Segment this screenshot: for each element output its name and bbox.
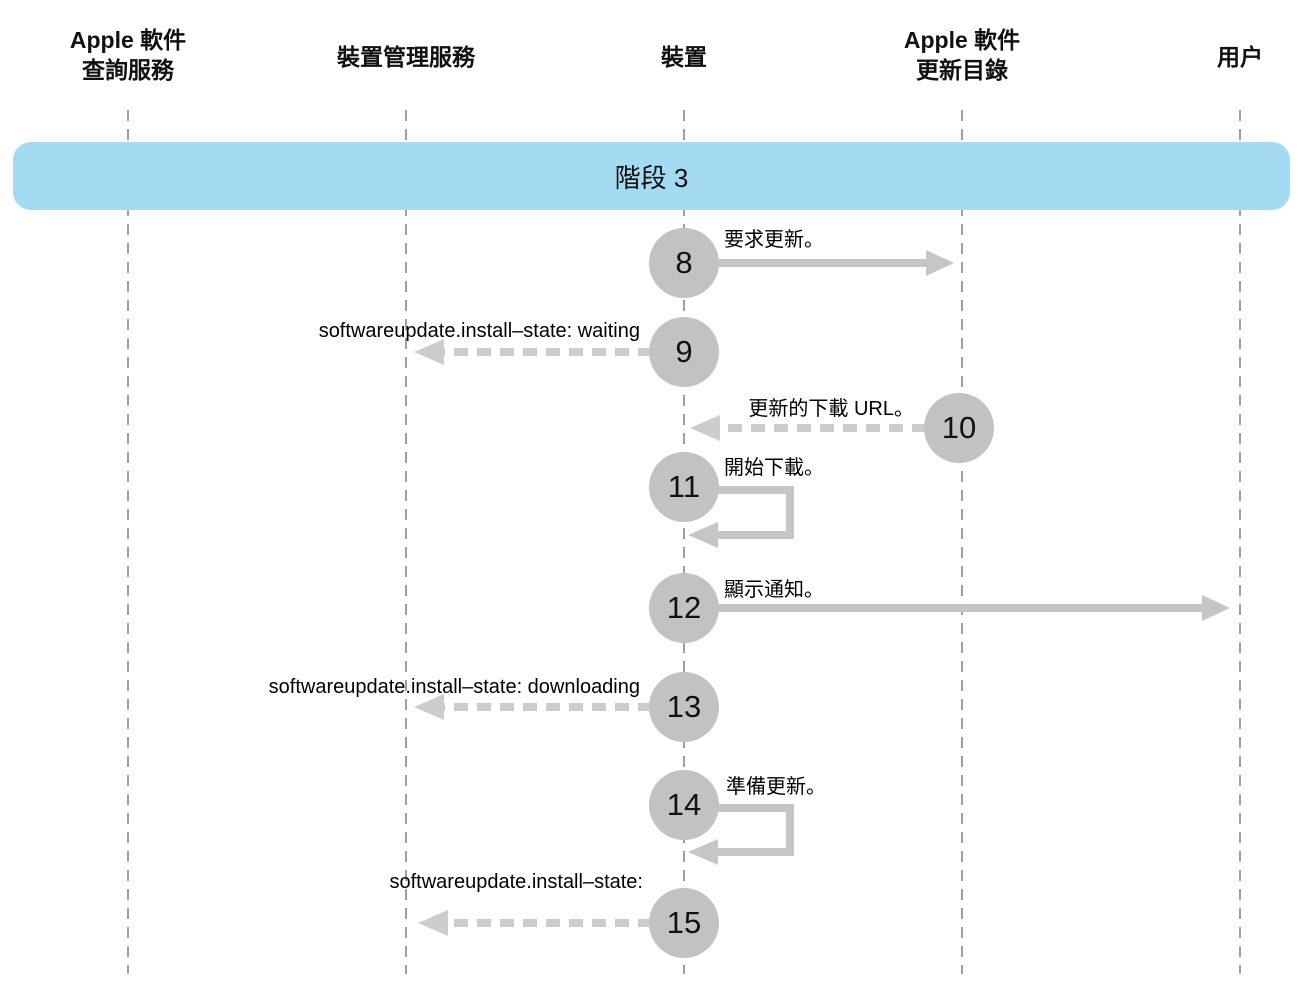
- arrow-step-9: [414, 339, 652, 365]
- arrowhead-left-icon: [688, 839, 718, 865]
- arrow-step-15: [418, 910, 652, 936]
- lifeline-header-apple-software-update-catalog: Apple 軟件 更新目錄: [903, 27, 1021, 83]
- step-circle-12: 12: [649, 573, 719, 643]
- arrow-step-10: [690, 415, 926, 441]
- arrowhead-left-icon: [414, 339, 444, 365]
- arrowhead-left-icon: [414, 694, 444, 720]
- arrow-step-8: [684, 250, 954, 276]
- step-circle-11: 11: [649, 452, 719, 522]
- arrowhead-left-icon: [688, 522, 718, 548]
- step-label-12: 顯示通知。: [724, 579, 824, 601]
- arrowhead-left-icon: [690, 415, 720, 441]
- arrow-step-11-self-loop: [684, 486, 794, 548]
- arrowhead-right-icon: [1202, 595, 1230, 621]
- step-label-13: softwareupdate.install–state: downloadin…: [268, 676, 640, 698]
- step-circle-15: 15: [649, 888, 719, 958]
- step-label-15: softwareupdate.install–state:: [389, 871, 644, 893]
- step-circle-10: 10: [924, 393, 994, 463]
- lifeline-header-user: 用户: [1217, 44, 1263, 70]
- step-label-14: 準備更新。: [726, 776, 826, 798]
- arrow-step-12: [684, 595, 1230, 621]
- arrowhead-left-icon: [418, 910, 448, 936]
- lifeline-header-device-management-service: 裝置管理服務: [337, 44, 475, 70]
- step-circle-13: 13: [649, 672, 719, 742]
- step-circle-8: 8: [649, 228, 719, 298]
- step-label-9: softwareupdate.install–state: waiting: [318, 320, 640, 342]
- arrow-step-13: [414, 694, 652, 720]
- step-circle-14: 14: [649, 770, 719, 840]
- arrowhead-right-icon: [926, 250, 954, 276]
- step-circle-9: 9: [649, 317, 719, 387]
- step-label-8: 要求更新。: [724, 229, 824, 251]
- phase-banner: 階段 3: [13, 142, 1290, 210]
- phase-banner-label: 階段 3: [614, 162, 689, 193]
- lifeline-header-apple-software-lookup-service: Apple 軟件 查詢服務: [69, 27, 187, 83]
- arrow-step-14-self-loop: [684, 804, 794, 865]
- lifeline-header-device: 裝置: [661, 44, 707, 70]
- step-label-11: 開始下載。: [724, 457, 824, 479]
- step-label-10: 更新的下載 URL。: [748, 398, 914, 420]
